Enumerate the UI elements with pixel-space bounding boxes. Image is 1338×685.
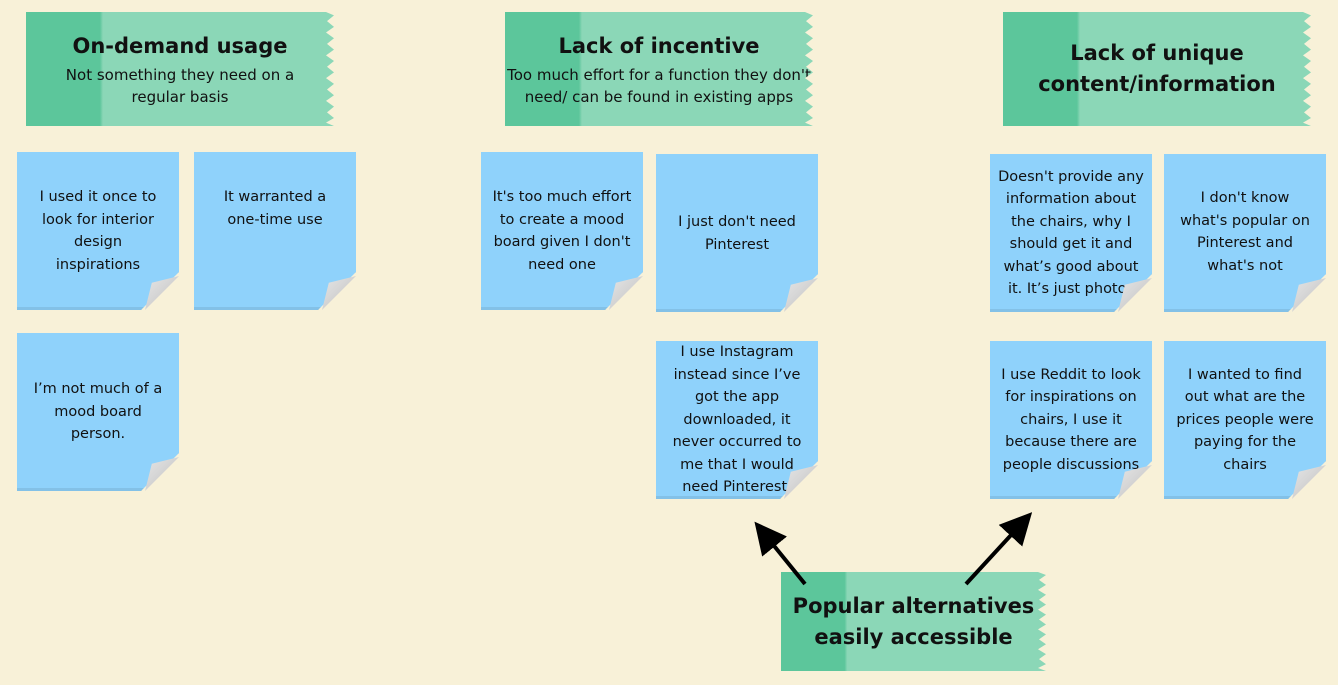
header-popular-alternatives[interactable]: Popular alternatives easily accessible <box>781 572 1046 671</box>
sticky-note[interactable]: I’m not much of a mood board person. <box>17 333 179 491</box>
header-title: Lack of incentive <box>558 33 760 58</box>
note-text: I’m not much of a mood board person. <box>33 381 163 443</box>
header-lack-of-incentive[interactable]: Lack of incentive Too much effort for a … <box>505 12 813 126</box>
header-on-demand-usage[interactable]: On-demand usage Not something they need … <box>26 12 334 126</box>
header-title: Lack of unique content/information <box>1038 41 1276 96</box>
note-text: Doesn't provide any information about th… <box>998 168 1144 297</box>
arrow-to-reddit-note <box>964 512 1033 586</box>
header-subtitle: Too much effort for a function they don'… <box>507 65 811 106</box>
header-title: On-demand usage <box>72 33 288 58</box>
note-text: I don't know what's popular on Pinterest… <box>1180 190 1310 274</box>
note-text: I just don't need Pinterest <box>678 214 796 253</box>
header-lack-of-unique-content[interactable]: Lack of unique content/information <box>1003 12 1311 126</box>
note-text: I use Reddit to look for inspirations on… <box>1001 366 1141 473</box>
sticky-note[interactable]: I just don't need Pinterest <box>656 154 818 312</box>
note-text: It's too much effort to create a mood bo… <box>492 189 632 273</box>
header-title: Popular alternatives easily accessible <box>792 593 1035 649</box>
note-text: I wanted to find out what are the prices… <box>1176 366 1314 473</box>
sticky-note[interactable]: I wanted to find out what are the prices… <box>1164 341 1326 499</box>
note-text: I use Instagram instead since I’ve got t… <box>672 344 802 496</box>
header-subtitle: Not something they need on a regular bas… <box>65 65 295 106</box>
note-text: It warranted a one-time use <box>223 189 327 228</box>
arrow-to-instagram-note <box>754 521 807 586</box>
note-text: I used it once to look for interior desi… <box>39 189 157 273</box>
